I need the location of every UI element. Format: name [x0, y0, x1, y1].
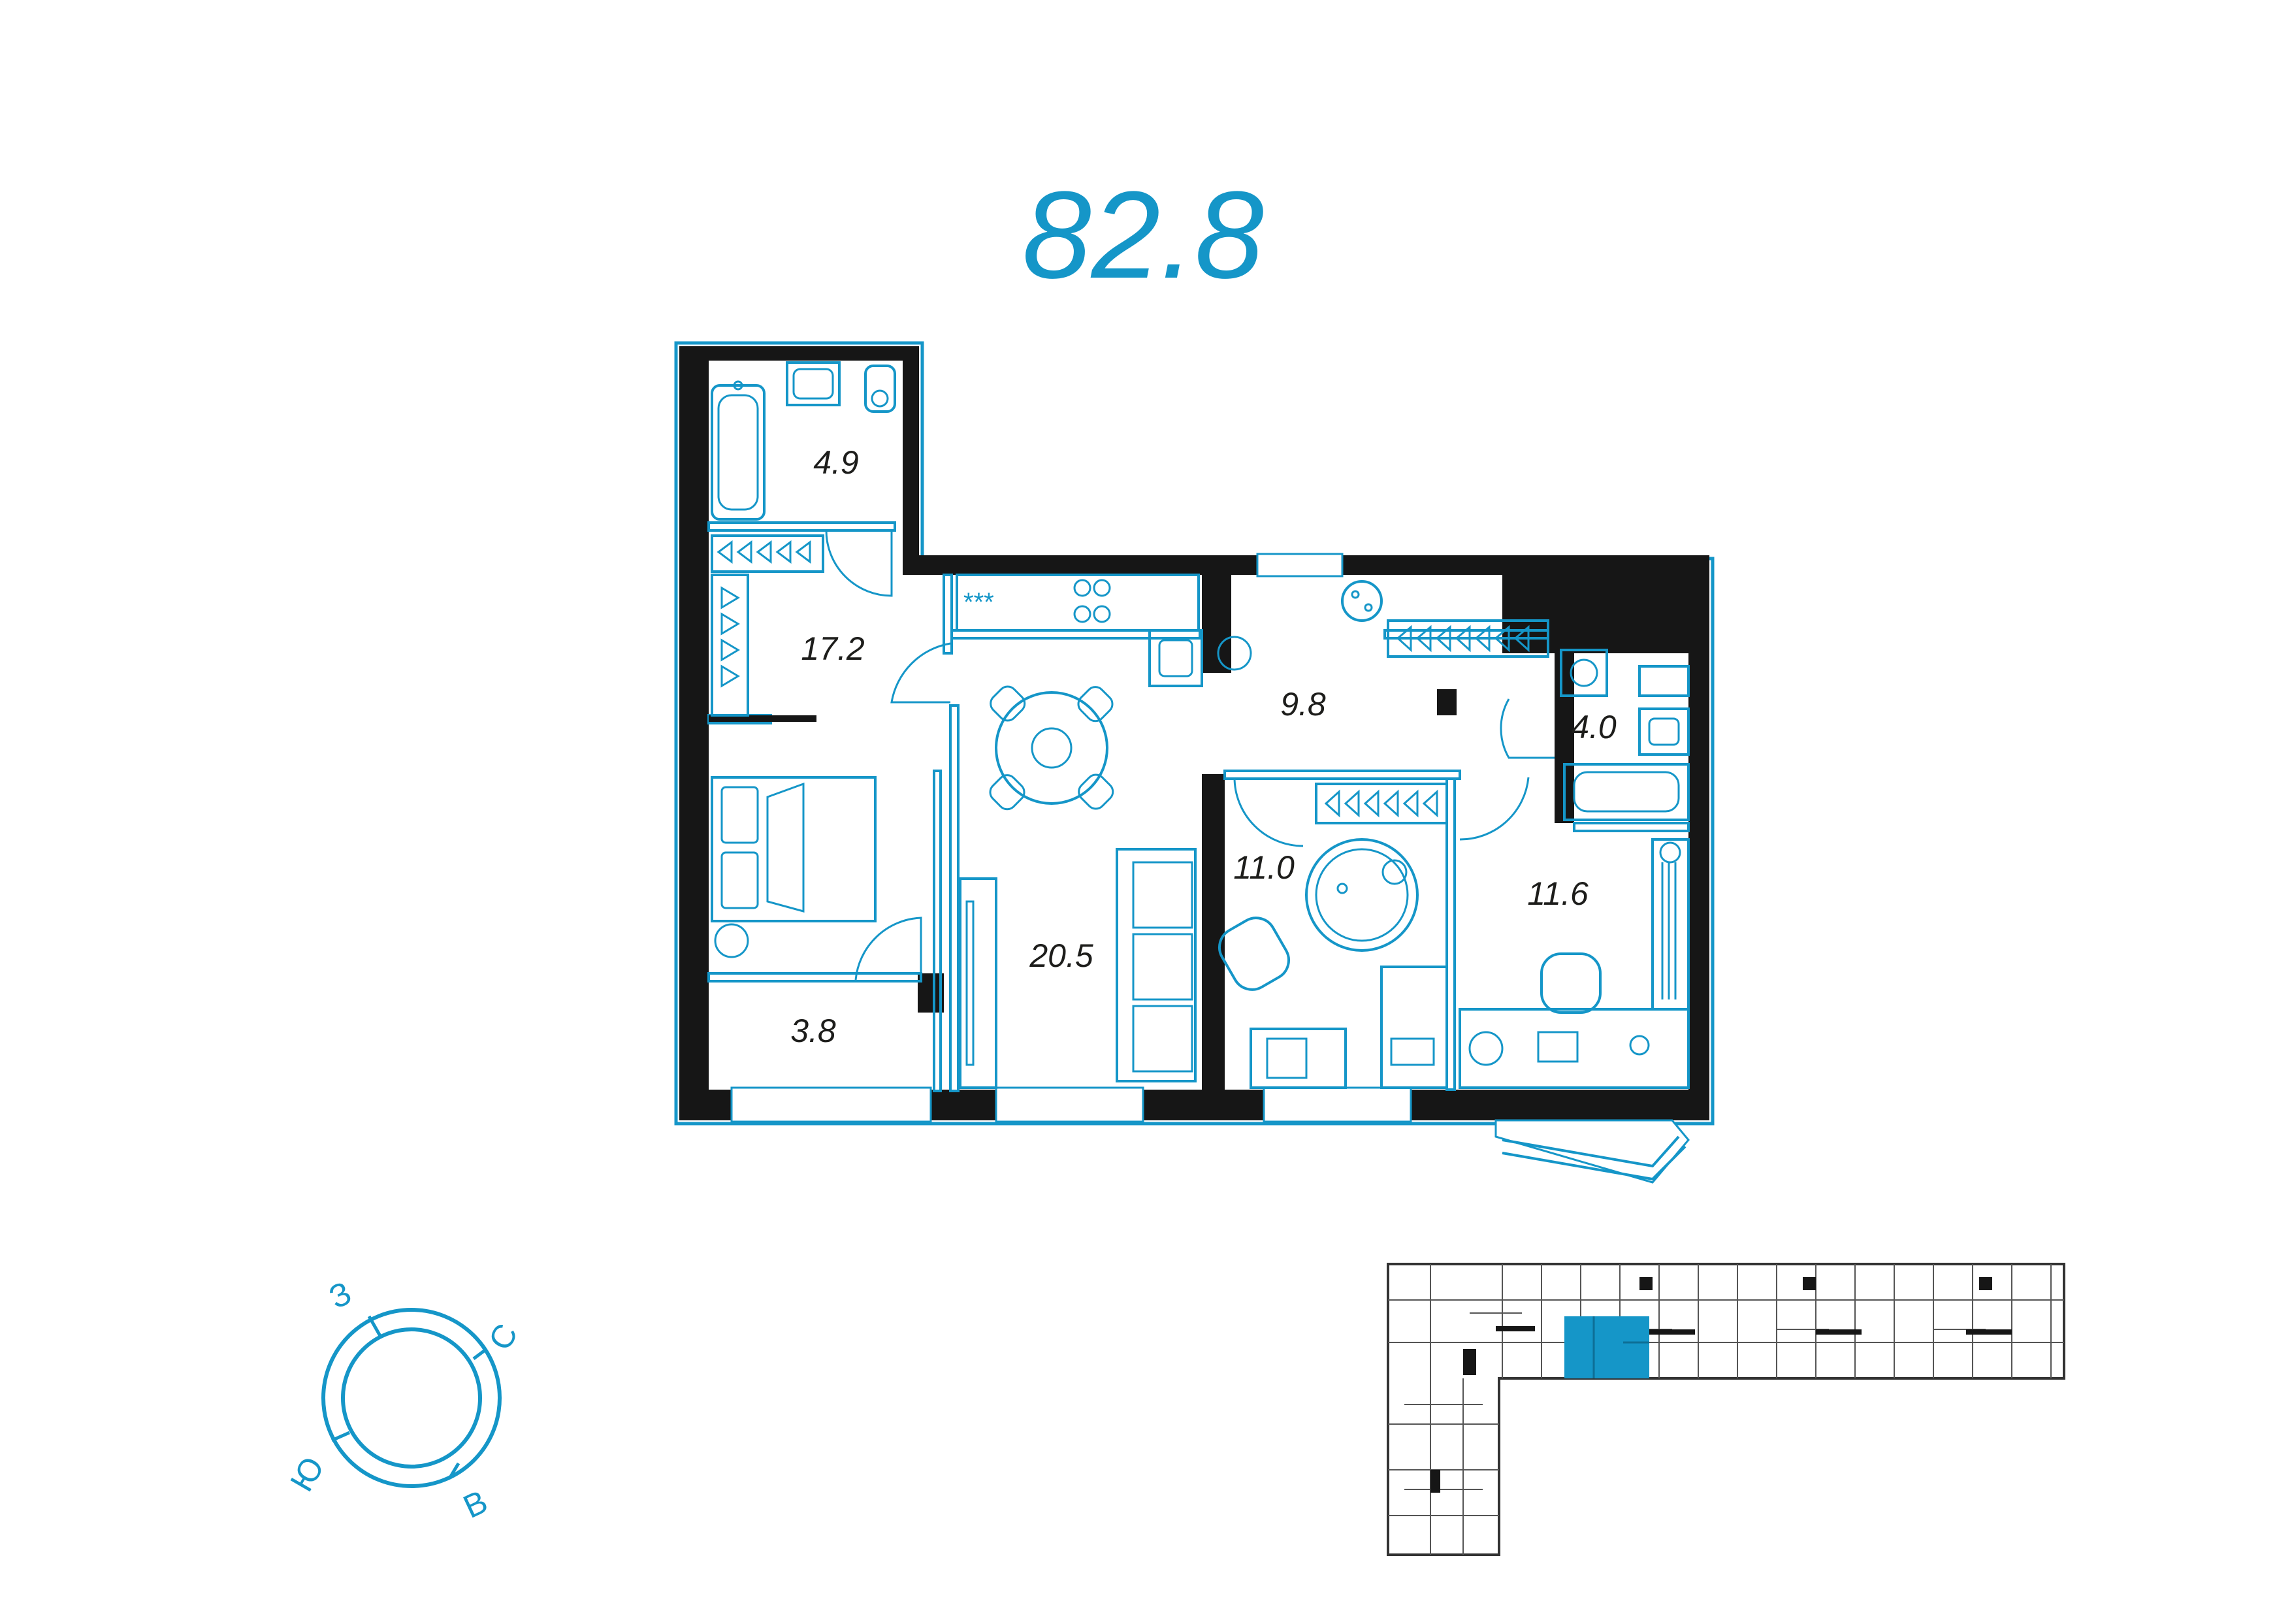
compass-inner-ring: [341, 1327, 482, 1469]
room-labels: 4.9 17.2 3.8 20.5 9.8 4.0 11.0 11.6: [790, 444, 1617, 1049]
window-living: [995, 1086, 1144, 1123]
window-wardrobe: [730, 1086, 932, 1123]
study-fixtures: [1459, 838, 1690, 1089]
room-area-wardrobe: 3.8: [790, 1013, 836, 1049]
room-area-study: 11.6: [1527, 875, 1589, 912]
outer-walls: [679, 346, 1709, 1120]
dining-table: [989, 685, 1114, 811]
sofa: [1116, 848, 1197, 1082]
window-hall: [1256, 553, 1344, 577]
room-area-bath-right: 4.0: [1571, 709, 1617, 745]
compass-south: Ю: [283, 1451, 331, 1498]
window-kids: [1263, 1086, 1412, 1123]
svg-text:***: ***: [963, 588, 994, 617]
compass-east: В: [458, 1483, 493, 1525]
kitchen: ***: [956, 574, 1203, 687]
keyplan-outline: [1387, 1263, 2065, 1556]
keyplan-highlighted-apartment: [1564, 1316, 1649, 1378]
hall-wardrobe: [711, 534, 824, 717]
room-area-hall-left: 17.2: [801, 630, 865, 667]
total-area: 82.8: [1022, 166, 1264, 304]
hall-center-fixtures: [1217, 580, 1549, 671]
room-area-bath-top: 4.9: [813, 444, 859, 481]
doors: [825, 530, 1555, 981]
bed: [711, 776, 877, 958]
compass-outer-ring: [321, 1308, 502, 1488]
floor-keyplan: [1387, 1263, 2065, 1556]
room-area-hall-center: 9.8: [1280, 686, 1326, 723]
bath-right-fixtures: [1560, 649, 1690, 821]
windows: [730, 553, 1690, 1184]
room-area-living: 20.5: [1029, 937, 1093, 974]
compass-west: З: [323, 1275, 357, 1316]
kids-room-fixtures: [1218, 783, 1448, 1089]
apartment-plan: ***: [674, 341, 1715, 1184]
apartment-outline: [674, 341, 1715, 1126]
compass: З С Ю В: [283, 1275, 525, 1525]
tv-stand: [959, 877, 997, 1089]
room-area-kids: 11.0: [1233, 849, 1295, 886]
bath-top-fixtures: [711, 361, 896, 521]
